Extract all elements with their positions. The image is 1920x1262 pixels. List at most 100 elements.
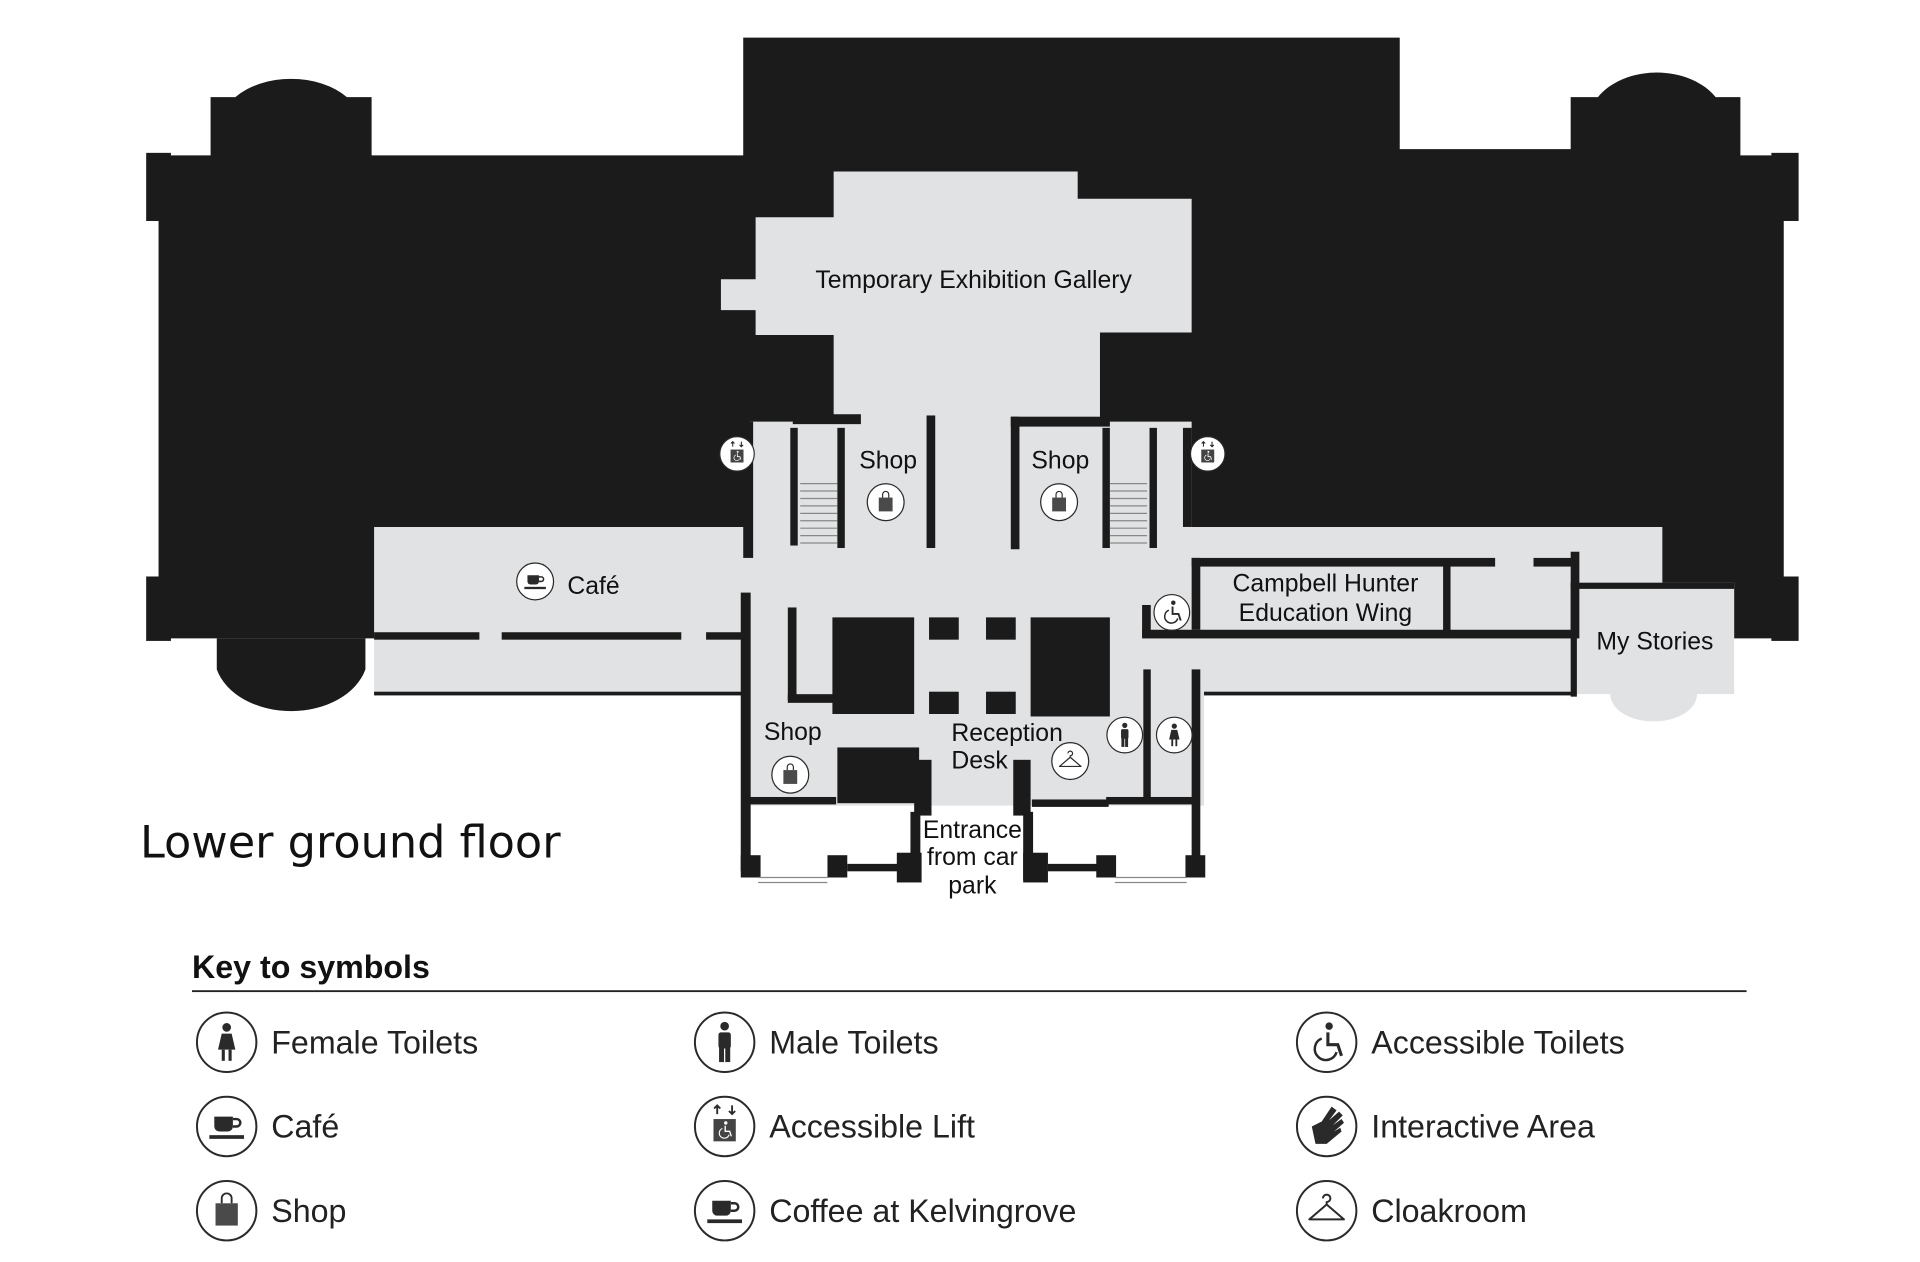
room-label-shop-left: Shop [859,448,917,475]
legend-divider [192,990,1747,993]
legend-label: Cloakroom [1371,1193,1527,1229]
wall [837,427,845,549]
accessible-lift-icon [693,1095,756,1158]
wall [1031,799,1109,807]
legend-label: Female Toilets [271,1024,478,1060]
interactive-area-icon [1295,1095,1358,1158]
wall [837,747,920,804]
entrance-label-line3: park [948,873,997,900]
wall [914,759,932,816]
legend-label: Male Toilets [769,1024,938,1060]
wall [1191,557,1496,567]
legend-item-cloakroom: Cloakroom [1295,1179,1527,1242]
legend-item-cafe: Café [195,1095,339,1158]
accessible-toilets-icon [1153,593,1191,631]
room-label-shop-right: Shop [1031,448,1089,475]
shop-icon [771,755,810,794]
wall [787,607,797,701]
wall [986,691,1016,714]
wall [1030,617,1110,717]
room-label-shop-lower: Shop [764,719,822,746]
shop-icon [1040,483,1079,522]
wall [1149,427,1157,549]
room-label-reception: Reception [951,720,1063,747]
wall [1010,416,1110,427]
legend-label: Interactive Area [1371,1109,1595,1145]
wall [1191,669,1201,874]
wall [1533,557,1577,567]
stairs [758,482,1187,884]
wall [827,855,848,878]
legend-item-male-toilets: Male Toilets [693,1011,939,1073]
room-label-desk: Desk [951,747,1008,774]
cafe-icon [195,1095,258,1158]
wall [1047,863,1104,872]
legend-label: Accessible Lift [769,1109,975,1145]
entrance-label-line1: Entrance [923,817,1022,844]
wall [910,811,921,880]
legend-label: Accessible Toilets [1371,1024,1624,1060]
wall [1570,582,1735,589]
shop-icon [866,483,905,522]
wall [743,421,754,558]
wall [1185,855,1206,878]
wall [986,617,1016,640]
accessible-lift-icon [1189,436,1226,472]
wall [374,474,746,527]
room-labels: Temporary Exhibition Gallery Shop Shop C… [567,267,1713,900]
wall [706,632,750,640]
wall [896,852,922,883]
wall [847,863,910,872]
room-label-cafe: Café [567,573,619,600]
legend-item-coffee: Coffee at Kelvingrove [693,1179,1076,1242]
wall [1010,416,1020,550]
wall [1102,427,1110,549]
map-icons [516,436,1226,794]
female-toilets-icon [195,1011,258,1073]
legend-label: Shop [271,1193,346,1229]
cafe-icon [516,562,555,601]
wall [1570,582,1577,697]
wall [790,427,798,546]
wall [926,415,936,549]
male-toilets-icon [1106,716,1144,754]
legend-item-accessible-toilets: Accessible Toilets [1295,1011,1625,1073]
legend-heading: Key to symbols [192,949,430,985]
wall [501,632,682,640]
wall [374,691,746,696]
wall [1142,629,1576,639]
legend-item-accessible-lift: Accessible Lift [693,1095,975,1158]
wall [929,691,959,714]
wall [740,855,761,878]
wall [1204,691,1576,696]
wall [1023,852,1048,883]
female-toilets-icon [1155,716,1193,754]
male-toilets-icon [693,1011,756,1073]
room-label-temporary-gallery: Temporary Exhibition Gallery [815,267,1132,294]
accessible-lift-icon [719,436,755,472]
legend-item-shop: Shop [195,1179,346,1242]
wall [1106,796,1196,805]
legend-label: Café [271,1109,339,1145]
legend-label: Coffee at Kelvingrove [769,1193,1076,1229]
wall [1096,855,1117,878]
wall [1013,759,1031,816]
legend-item-female-toilets: Female Toilets [195,1011,478,1073]
wall [740,592,751,872]
wall [749,796,837,805]
wall [787,694,838,703]
accessible-toilets-icon [1295,1011,1358,1073]
wall [792,414,861,425]
legend: Key to symbols Female Toilets Male Toilet… [192,949,1747,1242]
wall [1142,604,1151,636]
wall [1443,564,1451,633]
shop-icon [195,1179,258,1242]
entrance-label-line2: from car [927,844,1018,871]
cloakroom-icon [1051,742,1090,781]
floor-title: Lower ground floor [140,817,561,869]
wall [929,617,959,640]
coffee-icon [693,1179,756,1242]
walls [374,414,1735,883]
wall [374,632,480,640]
